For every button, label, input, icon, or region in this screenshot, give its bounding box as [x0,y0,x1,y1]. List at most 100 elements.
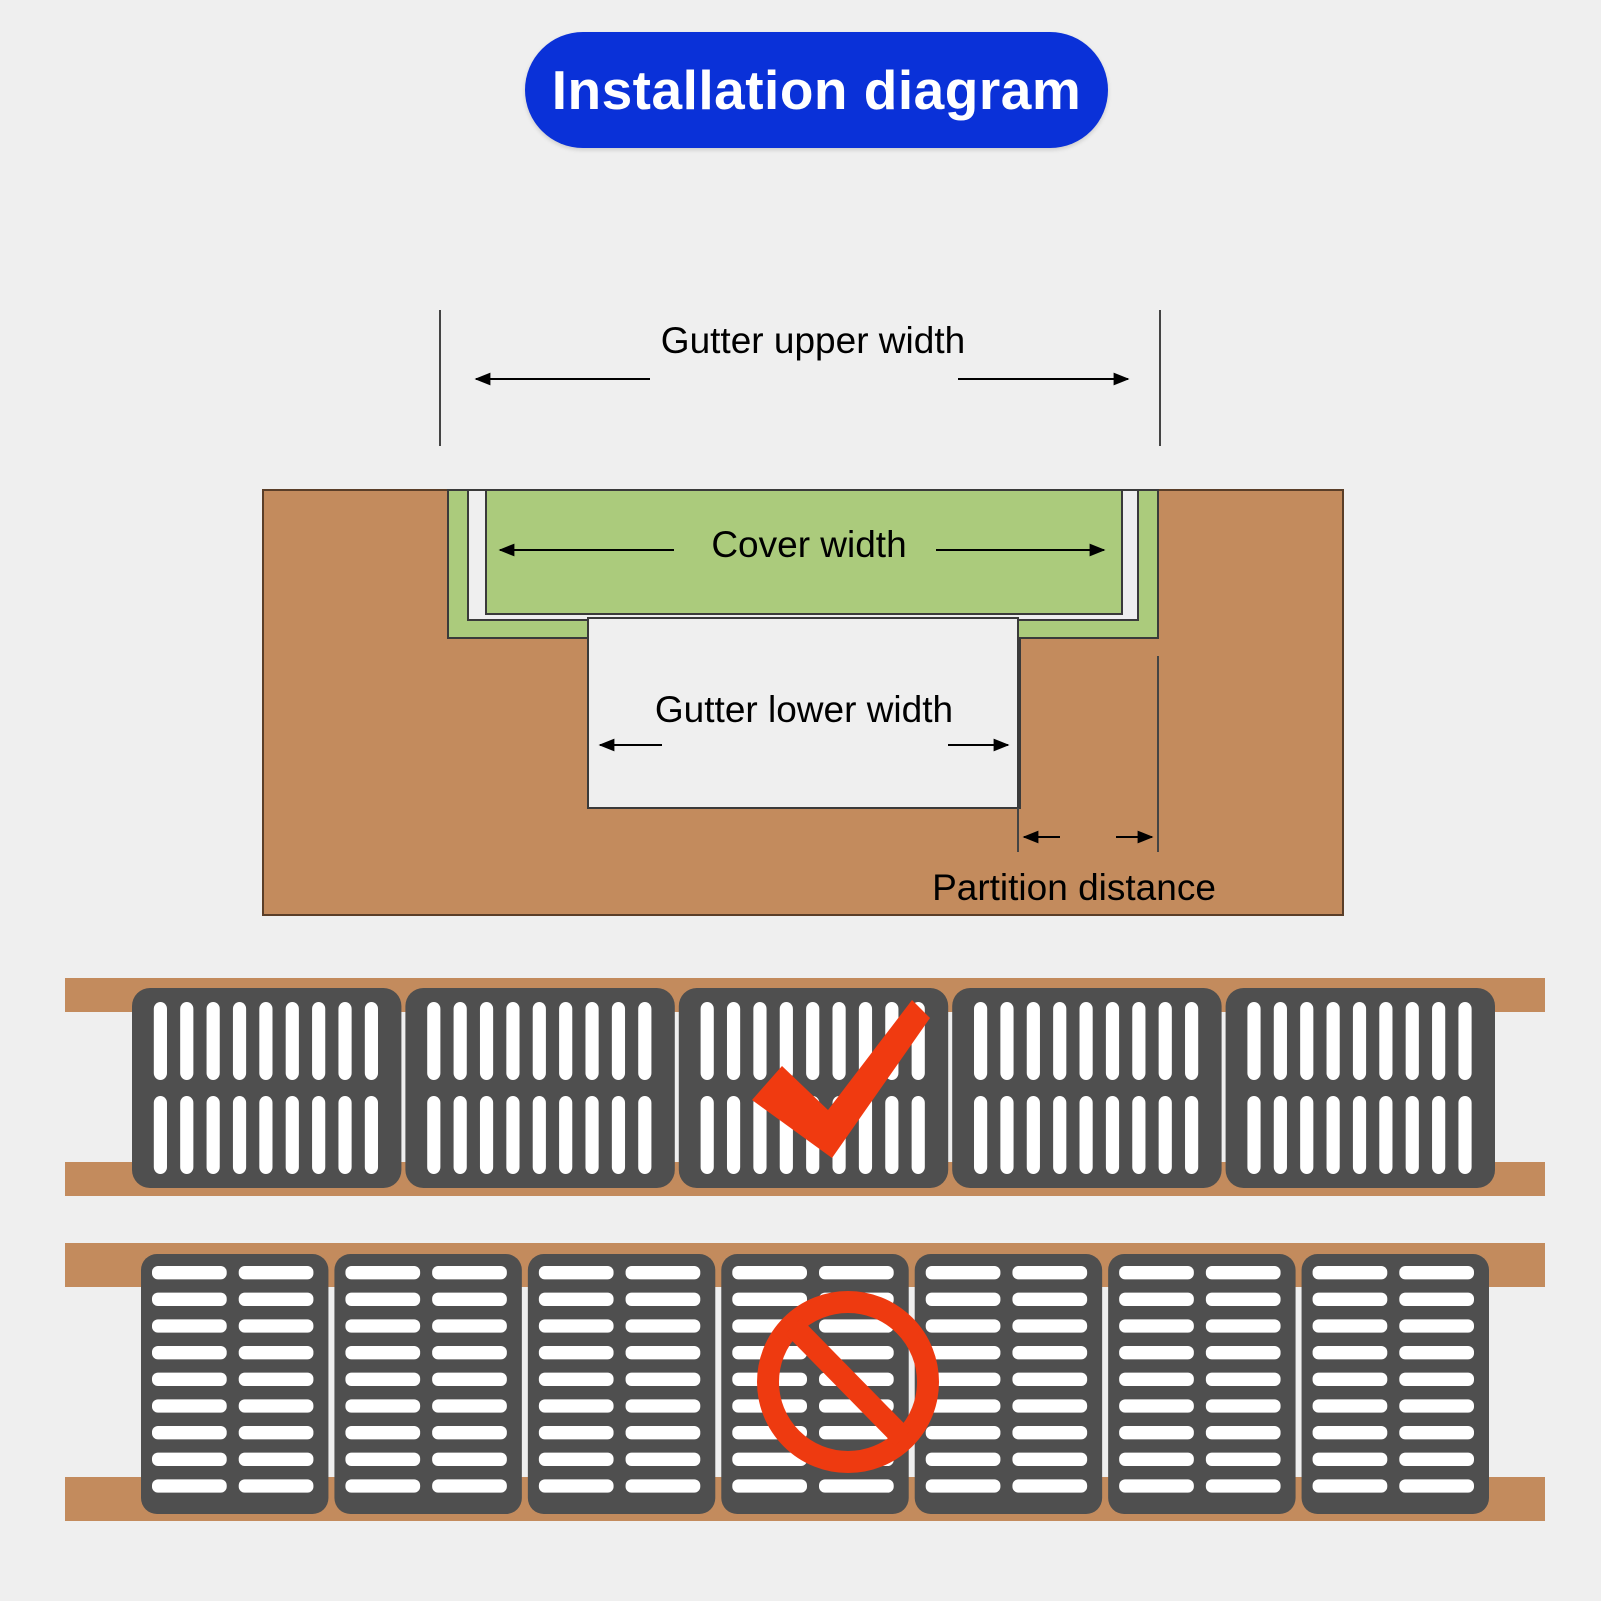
slot [638,1096,652,1174]
slot [345,1372,421,1386]
slot [427,1096,441,1174]
slot [638,1002,652,1080]
slot [1012,1479,1088,1493]
slot [1205,1479,1281,1493]
slot [1247,1002,1261,1080]
slot [345,1479,421,1493]
slot [832,1002,846,1080]
slot [152,1426,227,1440]
slot [806,1002,820,1080]
slot [925,1319,1001,1333]
correct-cover [132,988,402,1188]
slot [538,1346,614,1360]
slot [732,1479,807,1493]
slot [538,1266,614,1280]
slot [345,1319,421,1333]
slot [1399,1452,1474,1466]
slot [532,1096,546,1174]
slot [345,1452,421,1466]
wrong-cover [1301,1254,1489,1514]
slot [611,1002,626,1080]
correct-cover [1225,988,1495,1188]
slot [364,1096,379,1174]
slot [1458,1096,1472,1174]
partition-label: Partition distance [932,867,1216,908]
check-mark-icon [752,1000,930,1158]
slot [1458,1002,1472,1080]
slot [1012,1426,1088,1440]
slot [1119,1319,1194,1333]
slot [625,1292,701,1306]
slot [364,1002,379,1080]
slot [153,1096,167,1174]
slot [1053,1002,1067,1080]
slot [1312,1372,1388,1386]
slot [1119,1346,1194,1360]
slot [232,1002,247,1080]
slot [238,1319,314,1333]
slot [538,1399,614,1413]
slot [259,1002,273,1080]
slot [585,1002,599,1080]
slot [625,1426,701,1440]
slot [152,1452,227,1466]
slot [925,1292,1001,1306]
slot [1132,1096,1146,1174]
slot [1312,1266,1388,1280]
slot [1399,1319,1474,1333]
slot [285,1096,299,1174]
slot [732,1292,807,1306]
slot [538,1319,614,1333]
slot [432,1319,507,1333]
slot [625,1266,701,1280]
slot [1405,1096,1419,1174]
slot [1026,1002,1040,1080]
slot [1079,1002,1093,1080]
slot [732,1452,807,1466]
wrong-cover [914,1254,1103,1514]
wrong-cover [1108,1254,1296,1514]
slot [238,1399,314,1413]
slot [432,1399,507,1413]
slot [1185,1002,1199,1080]
slot [1119,1426,1194,1440]
slot [1432,1002,1446,1080]
slot [1399,1372,1474,1386]
slot [152,1479,227,1493]
slot [1119,1452,1194,1466]
slot [1119,1479,1194,1493]
slot [559,1002,573,1080]
slot [432,1479,507,1493]
slot [538,1452,614,1466]
slot [432,1266,507,1280]
slot [974,1002,988,1080]
slot [1205,1292,1281,1306]
slot [1205,1372,1281,1386]
prohibited-icon [757,1291,939,1473]
slot [1012,1266,1088,1280]
wrong-cover [721,1254,909,1514]
lower-channel [587,617,1019,809]
wrong-cover [334,1254,522,1514]
slot [1012,1399,1088,1413]
slot [700,1096,714,1174]
slot [625,1319,701,1333]
slot [1379,1002,1393,1080]
slot [345,1266,421,1280]
slot [152,1399,227,1413]
slot [1053,1096,1067,1174]
slot [338,1096,352,1174]
upper-width-label: Gutter upper width [661,320,965,361]
slot [925,1399,1001,1413]
slot [152,1292,227,1306]
slot [345,1292,421,1306]
slot [1119,1372,1194,1386]
slot [925,1372,1001,1386]
slot [1158,1002,1172,1080]
cover-plate [485,489,1123,615]
slot [312,1096,326,1174]
slot [238,1452,314,1466]
slot [974,1096,988,1174]
slot [1312,1426,1388,1440]
slot [532,1002,546,1080]
